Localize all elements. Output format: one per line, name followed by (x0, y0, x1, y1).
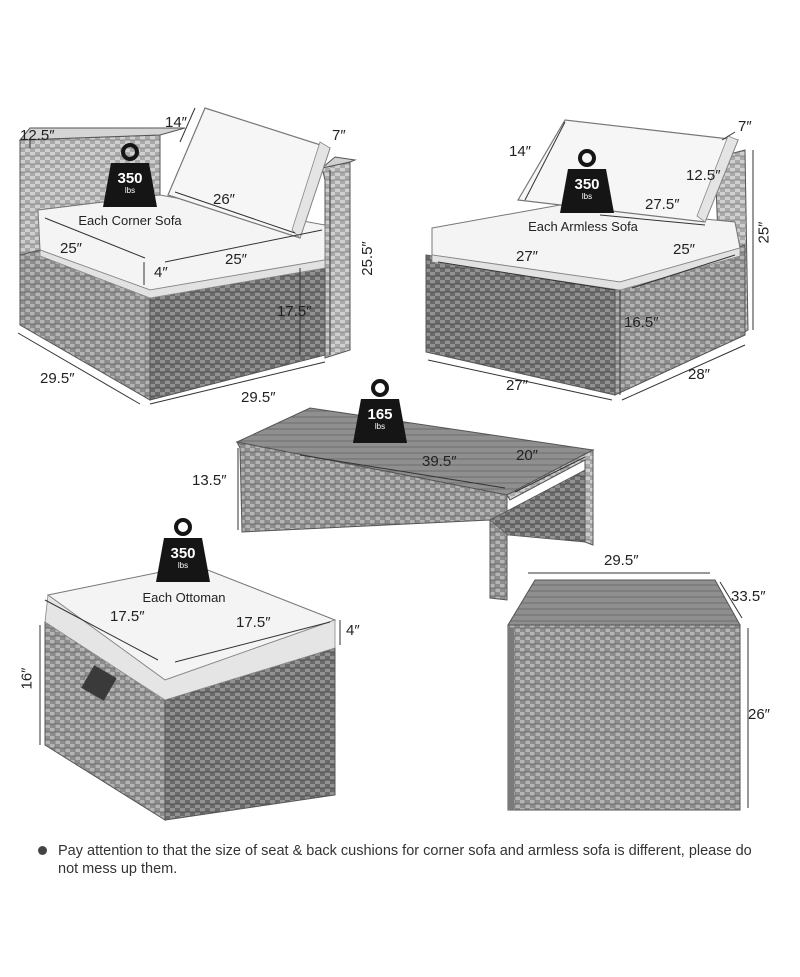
ottoman-right: 17.5″ (236, 614, 271, 631)
weight-unit: lbs (581, 192, 593, 201)
corner-sofa-height: 25.5″ (358, 241, 376, 276)
armless-sofa-seat-height: 16.5″ (624, 314, 659, 331)
armless-sofa-caption: Each Armless Sofa (528, 219, 638, 234)
weight-value: 165 (367, 406, 393, 423)
weight-icon (103, 143, 157, 207)
note-text: Pay attention to that the size of seat &… (58, 843, 752, 877)
corner-sofa-depth: 29.5″ (40, 370, 75, 387)
ottoman-caption: Each Ottoman (142, 590, 226, 605)
corner-sofa-seat-height: 17.5″ (277, 303, 312, 320)
armless-sofa-height: 25″ (755, 221, 773, 244)
armless-sofa-seat-depth: 25″ (673, 241, 695, 258)
armless-sofa-cushion-len: 27.5″ (645, 196, 680, 213)
ottoman-illustration (39, 564, 341, 821)
corner-sofa-width: 29.5″ (241, 389, 276, 406)
weight-icon (353, 379, 407, 443)
weight-unit: lbs (177, 561, 189, 570)
weight-unit: lbs (374, 422, 386, 431)
corner-sofa-seat-thick: 4″ (154, 264, 168, 281)
storage-box-illustration (507, 572, 749, 811)
corner-sofa-caption: Each Corner Sofa (78, 213, 182, 228)
corner-sofa-cushion-side: 7″ (332, 127, 346, 144)
bullet-icon (38, 846, 47, 855)
corner-sofa-seat-right: 25″ (225, 251, 247, 268)
table-height: 13.5″ (192, 472, 227, 489)
weight-value: 350 (170, 545, 196, 562)
table-illustration (235, 407, 595, 601)
corner-sofa-seat-left: 25″ (60, 240, 82, 257)
weight-icon (560, 149, 614, 213)
armless-sofa-cushion-side: 7″ (738, 118, 752, 135)
armless-sofa-seat-width: 27″ (516, 248, 538, 265)
storage-box-depth: 33.5″ (731, 588, 766, 605)
armless-sofa-weight-badge: 350 lbs (558, 147, 616, 215)
storage-box-width: 29.5″ (604, 552, 639, 569)
table-length: 39.5″ (422, 453, 457, 470)
ottoman-cushion-thick: 4″ (346, 622, 360, 639)
ottoman-height: 16″ (18, 667, 36, 690)
armless-sofa-cushion-height: 14″ (509, 143, 531, 160)
corner-sofa-back-depth: 12.5″ (20, 127, 55, 144)
armless-sofa-back-depth: 12.5″ (686, 167, 721, 184)
corner-sofa-illustration (17, 107, 357, 405)
table-weight-badge: 165 lbs (351, 377, 409, 445)
ottoman-weight-badge: 350 lbs (154, 516, 212, 584)
corner-sofa-cushion-len: 26″ (213, 191, 235, 208)
armless-sofa-depth: 28″ (688, 366, 710, 383)
corner-sofa-weight-badge: 350 lbs (101, 141, 159, 209)
ottoman-left: 17.5″ (110, 608, 145, 625)
armless-sofa-illustration (425, 119, 754, 401)
armless-sofa-width: 27″ (506, 377, 528, 394)
corner-sofa-cushion-top: 14″ (165, 114, 187, 131)
table-width: 20″ (516, 447, 538, 464)
weight-unit: lbs (124, 186, 136, 195)
weight-icon (156, 518, 210, 582)
storage-box-height: 26″ (748, 706, 770, 723)
weight-value: 350 (574, 176, 600, 193)
weight-value: 350 (117, 170, 143, 187)
